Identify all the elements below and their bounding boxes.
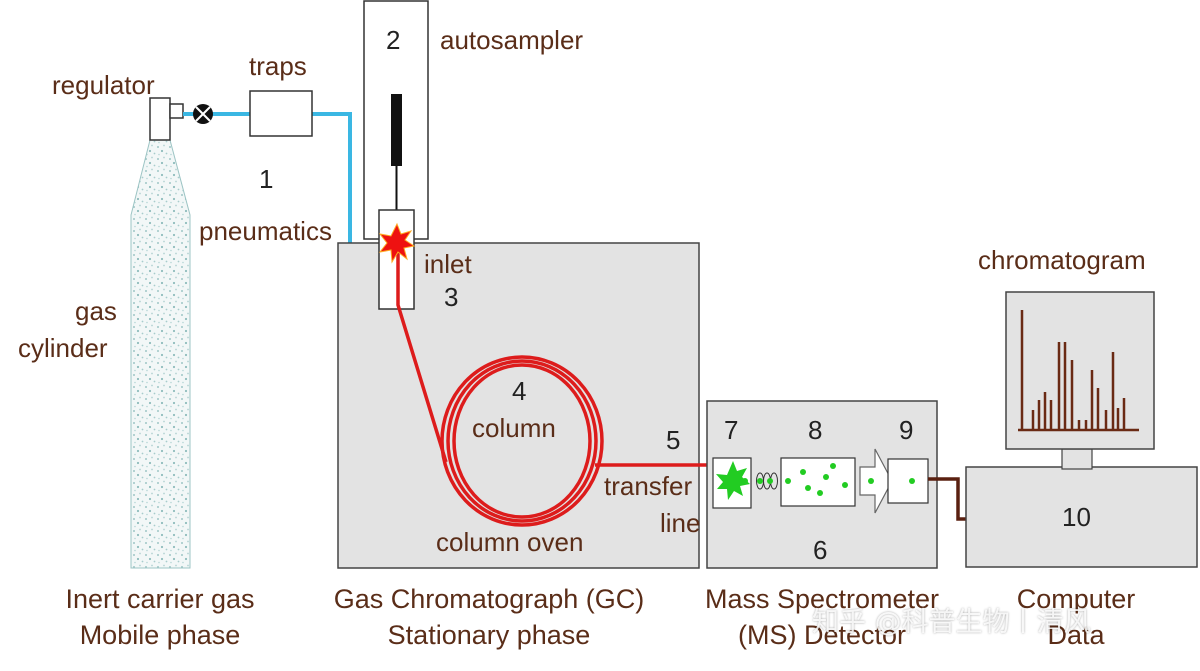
number-6: 6 [813,535,828,565]
cylinder-label: cylinder [18,333,108,363]
valve-icon [193,104,213,124]
gc-caption-line1: Gas Chromatograph (GC) [333,584,645,614]
transfer-label: transfer [604,471,693,501]
carrier-caption: Inert carrier gas Mobile phase [40,581,280,653]
autosampler [363,0,429,240]
gc-caption-line2: Stationary phase [387,620,591,650]
number-8: 8 [808,415,823,445]
column-label: column [472,413,556,443]
injection-star-icon [378,222,416,264]
ms-detector [706,400,938,569]
watermark-text: 知乎 @科普生物丨清风 [812,607,1091,638]
gas-label: gas [75,296,117,326]
column-coil [396,250,716,527]
gc-caption: Gas Chromatograph (GC) Stationary phase [300,581,678,653]
number-5: 5 [666,425,681,455]
ms-caption-line1: Mass Spectrometer [704,584,940,614]
number-9: 9 [899,415,914,445]
watermark-badge [810,604,828,622]
carrier-caption-line1: Inert carrier gas [65,584,255,614]
number-1: 1 [259,164,274,194]
computer-caption-line2: Data [1047,620,1105,650]
chromatogram-label: chromatogram [978,245,1146,275]
computer-caption: Computer Data [996,581,1156,653]
pneumatics-label: pneumatics [199,216,332,246]
ms-caption-line2: (MS) Detector [737,620,907,650]
chromatogram-peaks [1020,310,1126,430]
carrier-caption-line2: Mobile phase [79,620,241,650]
number-4: 4 [512,376,527,406]
number-7: 7 [724,415,739,445]
autosampler-label: autosampler [440,25,584,55]
traps-label: traps [249,51,307,81]
line-label: line [660,508,701,538]
ms-caption: Mass Spectrometer (MS) Detector [686,581,958,653]
inlet-label: inlet [424,249,472,279]
gas-cylinder [130,97,191,569]
computer-caption-line1: Computer [1016,584,1136,614]
traps-box [249,90,313,137]
number-10: 10 [1062,502,1091,532]
column-oven-label: column oven [436,527,584,557]
regulator-label: regulator [52,70,155,100]
number-3: 3 [444,282,459,312]
number-2: 2 [386,25,401,55]
